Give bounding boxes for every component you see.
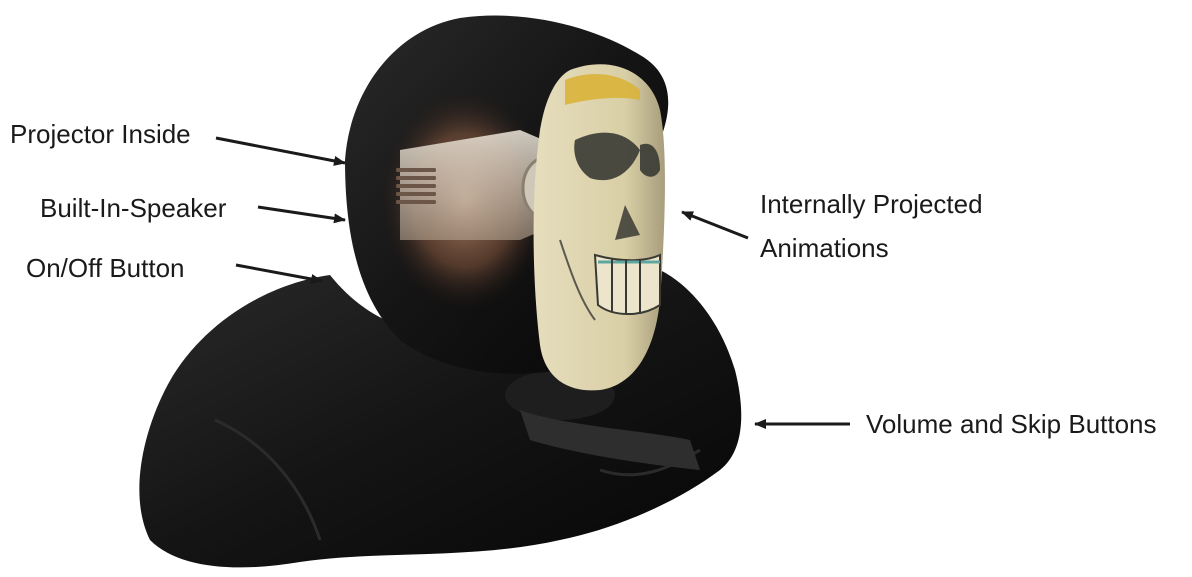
label-projector-inside: Projector Inside xyxy=(10,121,191,147)
arrow-projector-inside xyxy=(216,138,345,163)
mask-face xyxy=(534,64,665,390)
label-built-in-speaker: Built-In-Speaker xyxy=(40,195,226,221)
label-internally-projected-line2: Animations xyxy=(760,226,983,270)
label-internally-projected-line1: Internally Projected xyxy=(760,182,983,226)
arrow-built-in-speaker xyxy=(258,207,345,220)
label-on-off-button: On/Off Button xyxy=(26,255,185,281)
arrow-on-off-button xyxy=(236,265,322,281)
arrow-internally-projected xyxy=(682,212,748,238)
label-volume-skip-buttons: Volume and Skip Buttons xyxy=(866,411,1157,437)
label-internally-projected-animations: Internally Projected Animations xyxy=(760,182,983,270)
